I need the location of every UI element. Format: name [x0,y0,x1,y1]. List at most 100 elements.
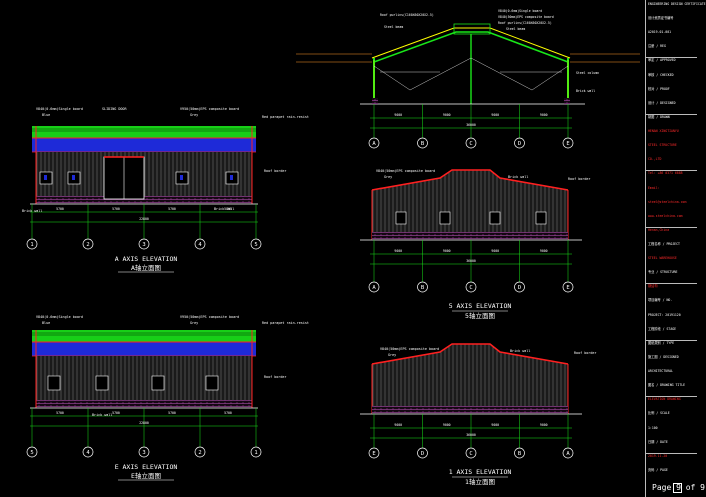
dimension-total: 22800 [139,421,149,425]
dimension-total: 22800 [139,217,149,221]
title-block-line: 比例 / SCALE [648,411,670,416]
axis-bubble [465,137,477,149]
axis-bubble [465,281,477,293]
axis-bubble [465,447,477,459]
elevation-a-subtitle: A轴立面图 [131,263,161,272]
title-block-line: 1:100 [648,425,658,430]
axis-label: C [469,451,472,457]
axis-bubble [194,238,206,250]
checkbox-square-icon [673,483,682,493]
dimension-text: 9000 [443,423,451,427]
title-block-line: 工程名称 / PROJECT [648,242,680,246]
axis-label: 1 [254,450,257,456]
axis-bubble [417,281,428,293]
axis-bubble [194,446,206,458]
axis-label: D [421,451,424,457]
axis-bubble [82,446,94,458]
axis-label: 5 [254,242,257,248]
title-block-line: 图纸类别 / TYPE [648,340,675,345]
title-block-line: 校对 / PROOF [648,86,670,91]
label-a-brick-right: Brick wall [214,207,234,211]
elevation-1-title: 1 AXIS ELEVATION [449,468,512,476]
axis-label: B [518,451,522,457]
label-e-grey: Grey [190,321,198,325]
label-s-brick: Brick wall [576,89,595,93]
axis-label: A [566,451,570,457]
title-block-line: 2019.11.20 [648,453,668,458]
title-block-line: STEEL WAREHOUSE [648,256,677,261]
axis-bubble [514,281,525,293]
axis-label: D [518,141,521,147]
axis-bubble [368,137,380,149]
label-1-brick: Brick wall [510,349,530,353]
title-block-line: 设计 / DESIGNED [648,100,676,105]
elevation-5-title: 5 AXIS ELEVATION [449,302,512,310]
axis-label: E [566,285,569,291]
dimension-text: 9000 [540,249,548,253]
axis-label: 3 [142,450,145,456]
axis-label: A [372,141,376,147]
title-block-divider [646,113,697,115]
axis-bubble [26,446,38,458]
title-block-line: 钢结构 [648,284,658,289]
axis-bubble [250,238,262,250]
dimension-text: 9000 [443,113,451,117]
title-block-line: 施工图 / DESIGNED [648,354,679,359]
axis-bubble [417,447,428,459]
label-s-single-board: V840(0.6mm)Single board [498,9,542,13]
label-s-beam-right: Steel beam [506,27,525,31]
label-e-roof-border: Roof border [264,375,286,379]
axis-label: E [566,141,569,147]
elevation-e-title: E AXIS ELEVATION [115,463,178,471]
title-block-divider [646,452,697,454]
label-1-grey: Grey [388,353,396,357]
dimension-text: 5700 [224,207,232,211]
title-block-line: Henan,China [648,227,670,232]
label-s-purlins-left: Roof purlins(C160X60X20X2.5) [380,13,434,17]
title-block-line: ELEVATION DRAWING [648,397,681,402]
label-e-parapet: Red parapet rain-resist [262,321,309,325]
axis-label: 2 [198,450,201,456]
title-block-divider [646,283,697,285]
label-e-blue: Blue [42,321,50,325]
elevation-1-subtitle: 1轴立面图 [465,477,495,486]
label-1-roof-border: Roof border [574,351,596,355]
dimension-text: 9000 [394,423,402,427]
title-block-line: CO.,LTD [648,157,662,162]
axis-bubble [562,137,574,149]
axis-label: B [421,141,425,147]
axis-bubble [138,238,150,250]
title-block-line: 设计资质证书编号 [648,16,674,21]
elevation-e-subtitle: E轴立面图 [131,471,161,480]
title-block-line: 注册 / REG [648,44,666,49]
axis-bubble [514,137,525,149]
elevation-5-subtitle: 5轴立面图 [465,311,495,320]
axis-label: D [518,285,521,291]
axis-label: C [469,285,472,291]
title-block-line: 制图 / DRAWN [648,114,670,119]
title-block-divider [646,57,697,59]
title-block-line: Tel: +86 0371 6888 [648,171,683,176]
dimension-text: 9000 [491,113,499,117]
title-block-divider [646,226,697,228]
page-indicator[interactable]: Page 9 of 9 [652,483,705,492]
axis-label: E [372,451,375,457]
title-block-line: PROJECT: 20191120 [648,312,681,317]
title-block-line: steel@steelchina.com [648,199,687,204]
dimension-text: 9000 [491,423,499,427]
dimension-text: 9000 [443,249,451,253]
title-block-line: www.steelchina.com [648,213,683,218]
axis-label: 2 [86,242,89,248]
dimension-text: 5700 [168,411,176,415]
axis-bubble [368,447,380,459]
axis-bubble [250,446,262,458]
label-a-parapet: Red parapet rain-resist [262,115,309,119]
label-5-roof-border: Roof border [568,177,590,181]
